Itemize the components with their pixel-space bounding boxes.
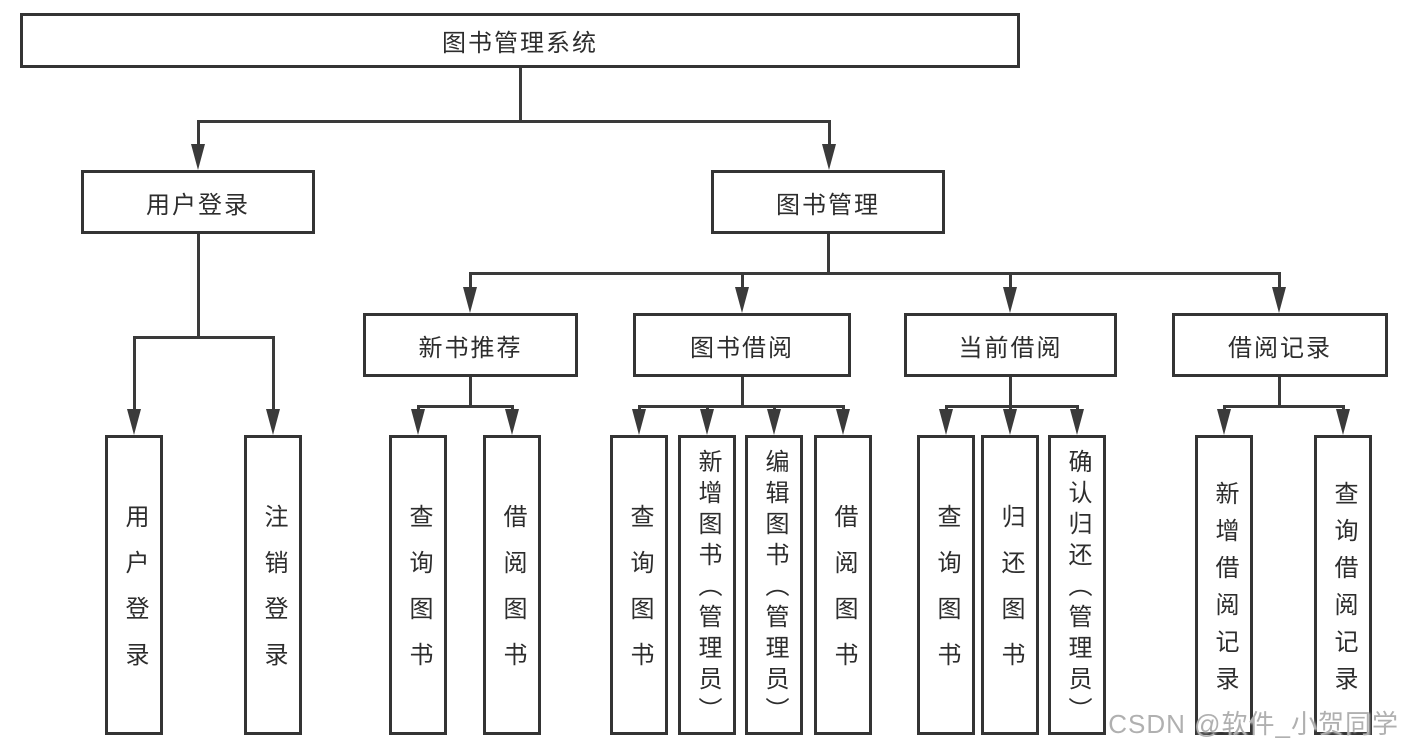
leaf-edit-book-admin: 编辑图书（管理员） xyxy=(745,435,803,735)
connector-userlogin-drop-1 xyxy=(133,336,136,412)
connector-userlogin-hline xyxy=(133,336,275,339)
arrowhead-return-book xyxy=(1003,409,1017,435)
leaf-label: 借阅图书 xyxy=(499,504,526,688)
arrowhead-borrow-records xyxy=(1272,287,1286,313)
connector-bookmgmt-stub xyxy=(827,234,830,274)
arrowhead-leaf-logout xyxy=(266,409,280,435)
node-label: 新书推荐 xyxy=(418,334,523,362)
leaf-query-books-3: 查询图书 xyxy=(917,435,975,735)
connector-userlogin-drop-2 xyxy=(272,336,275,412)
leaf-query-books-2: 查询图书 xyxy=(610,435,668,735)
connector-bookmgmt-drop-3 xyxy=(1009,272,1012,290)
leaf-query-borrow-record: 查询借阅记录 xyxy=(1314,435,1372,735)
connector-recommend-stub xyxy=(469,377,472,407)
leaf-borrow-books-1: 借阅图书 xyxy=(483,435,541,735)
connector-current-stub xyxy=(1009,377,1012,407)
connector-recommend-hline xyxy=(417,405,513,408)
arrowhead-user-login xyxy=(191,144,205,170)
node-book-management: 图书管理 xyxy=(711,170,945,234)
leaf-label: 查询图书 xyxy=(933,504,960,688)
arrowhead-book-management xyxy=(822,144,836,170)
leaf-add-borrow-record: 新增借阅记录 xyxy=(1195,435,1253,735)
leaf-label: 查询借阅记录 xyxy=(1330,480,1357,703)
node-user-login: 用户登录 xyxy=(81,170,315,234)
connector-bookmgmt-drop-4 xyxy=(1278,272,1281,290)
arrowhead-book-borrow xyxy=(735,287,749,313)
leaf-add-book-admin: 新增图书（管理员） xyxy=(678,435,736,735)
node-current-borrow: 当前借阅 xyxy=(904,313,1117,377)
connector-userlogin-stub xyxy=(197,234,200,338)
leaf-label: 查询图书 xyxy=(626,504,653,688)
leaf-label: 确认归还（管理员） xyxy=(1064,449,1091,728)
arrowhead-new-book-recommend xyxy=(463,287,477,313)
leaf-label: 编辑图书（管理员） xyxy=(761,449,788,728)
node-library-system: 图书管理系统 xyxy=(20,13,1020,68)
node-book-borrow: 图书借阅 xyxy=(633,313,851,377)
arrowhead-query-books-3 xyxy=(939,409,953,435)
node-label: 借阅记录 xyxy=(1228,334,1332,362)
connector-borrow-stub xyxy=(741,377,744,407)
leaf-label: 查询图书 xyxy=(405,504,432,688)
leaf-label: 新增借阅记录 xyxy=(1211,480,1238,703)
leaf-label: 归还图书 xyxy=(997,504,1024,688)
arrowhead-query-borrow-record xyxy=(1336,409,1350,435)
node-label: 图书借阅 xyxy=(690,334,794,362)
connector-records-stub xyxy=(1278,377,1281,407)
arrowhead-query-books-1 xyxy=(411,409,425,435)
arrowhead-leaf-user-login xyxy=(127,409,141,435)
arrowhead-edit-book xyxy=(767,409,781,435)
connector-records-hline xyxy=(1223,405,1344,408)
arrowhead-add-book xyxy=(700,409,714,435)
node-label: 图书管理系统 xyxy=(442,30,598,57)
node-borrow-records: 借阅记录 xyxy=(1172,313,1388,377)
connector-root-stub xyxy=(519,68,522,122)
leaf-query-books-1: 查询图书 xyxy=(389,435,447,735)
connector-root-hline xyxy=(197,120,831,123)
leaf-logout: 注销登录 xyxy=(244,435,302,735)
connector-bookmgmt-hline xyxy=(469,272,1281,275)
connector-root-drop-right xyxy=(828,120,831,148)
node-label: 用户登录 xyxy=(146,191,250,219)
connector-root-drop-left xyxy=(197,120,200,148)
leaf-label: 用户登录 xyxy=(121,504,148,688)
leaf-return-book: 归还图书 xyxy=(981,435,1039,735)
leaf-label: 借阅图书 xyxy=(830,504,857,688)
connector-borrow-hline xyxy=(638,405,844,408)
node-new-book-recommend: 新书推荐 xyxy=(363,313,578,377)
connector-bookmgmt-drop-2 xyxy=(741,272,744,290)
connector-bookmgmt-drop-1 xyxy=(469,272,472,290)
arrowhead-borrow-books-2 xyxy=(836,409,850,435)
node-label: 当前借阅 xyxy=(958,334,1063,362)
arrowhead-add-borrow-record xyxy=(1217,409,1231,435)
leaf-borrow-books-2: 借阅图书 xyxy=(814,435,872,735)
leaf-label: 注销登录 xyxy=(260,504,287,688)
csdn-watermark: CSDN @软件_小贺同学 xyxy=(1108,709,1399,739)
leaf-confirm-return-admin: 确认归还（管理员） xyxy=(1048,435,1106,735)
leaf-label: 新增图书（管理员） xyxy=(694,449,721,728)
arrowhead-current-borrow xyxy=(1003,287,1017,313)
arrowhead-borrow-books-1 xyxy=(505,409,519,435)
arrowhead-query-books-2 xyxy=(632,409,646,435)
node-label: 图书管理 xyxy=(776,191,880,219)
leaf-user-login: 用户登录 xyxy=(105,435,163,735)
arrowhead-confirm-return xyxy=(1070,409,1084,435)
